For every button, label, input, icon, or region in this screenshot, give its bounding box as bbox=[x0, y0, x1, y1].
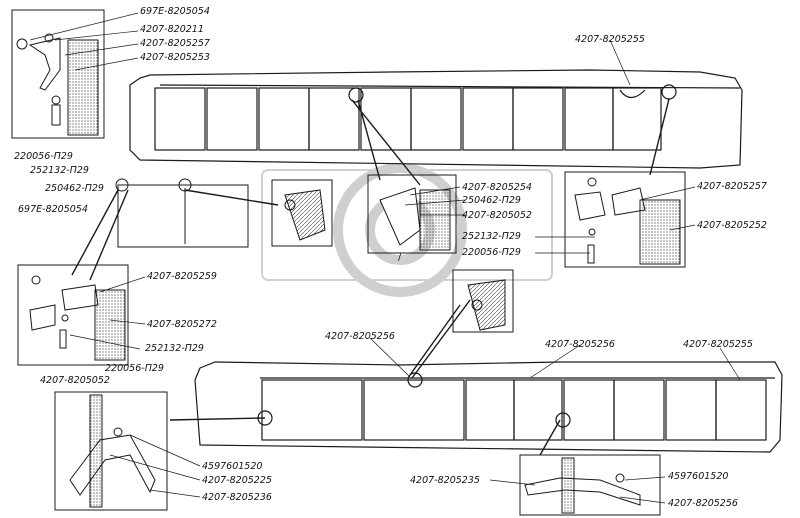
top-window-panel bbox=[129, 69, 743, 169]
part-label: 4207-8205052 bbox=[40, 375, 110, 386]
part-label: 252132-П29 bbox=[462, 231, 521, 242]
part-label: 4207-8205272 bbox=[147, 319, 217, 330]
part-label: 4207-8205052 bbox=[462, 210, 532, 221]
part-label: 252132-П29 bbox=[30, 165, 89, 176]
watermark-text-box bbox=[261, 169, 553, 281]
detail-right bbox=[564, 171, 686, 268]
left-window-small bbox=[115, 178, 249, 248]
part-label: 697E-8205054 bbox=[140, 6, 210, 17]
part-label: 4207-8205253 bbox=[140, 52, 210, 63]
part-label: 220056-П29 bbox=[14, 151, 73, 162]
part-label: 4207-8205252 bbox=[697, 220, 767, 231]
part-label: 250462-П29 bbox=[45, 183, 104, 194]
part-label: 697E-8205054 bbox=[18, 204, 88, 215]
part-label: 220056-П29 bbox=[105, 363, 164, 374]
detail-bottom-right bbox=[519, 454, 661, 516]
part-label: 252132-П29 bbox=[145, 343, 204, 354]
part-label: 250462-П29 bbox=[462, 195, 521, 206]
small-mark: ∕ bbox=[398, 252, 402, 263]
part-label: 4207-8205256 bbox=[545, 339, 615, 350]
part-label: 4207-8205255 bbox=[683, 339, 753, 350]
part-label: 4597601520 bbox=[668, 471, 729, 482]
part-label: 4207-8205236 bbox=[202, 492, 272, 503]
part-label: 4207-8205256 bbox=[325, 331, 395, 342]
detail-seal-left bbox=[271, 179, 333, 247]
part-label: 4207-820211 bbox=[140, 24, 204, 35]
part-label: 4207-8205256 bbox=[668, 498, 738, 509]
label-leaders bbox=[29, 12, 741, 504]
detail-mid bbox=[367, 174, 457, 254]
detail-left-bracket bbox=[17, 264, 129, 366]
part-label: 220056-П29 bbox=[462, 247, 521, 258]
part-label: 4597601520 bbox=[202, 461, 263, 472]
bottom-window-panel bbox=[194, 361, 783, 453]
detail-seal-center bbox=[452, 269, 514, 333]
part-label: 4207-8205254 bbox=[462, 182, 532, 193]
detail-bottom-left bbox=[54, 391, 168, 511]
detail-top-left bbox=[11, 9, 105, 139]
part-label: 4207-8205257 bbox=[697, 181, 767, 192]
part-label: 4207-8205257 bbox=[140, 38, 210, 49]
part-label: 4207-8205259 bbox=[147, 271, 217, 282]
part-label: 4207-8205225 bbox=[202, 475, 272, 486]
part-label: 4207-8205235 bbox=[410, 475, 480, 486]
part-label: 4207-8205255 bbox=[575, 34, 645, 45]
